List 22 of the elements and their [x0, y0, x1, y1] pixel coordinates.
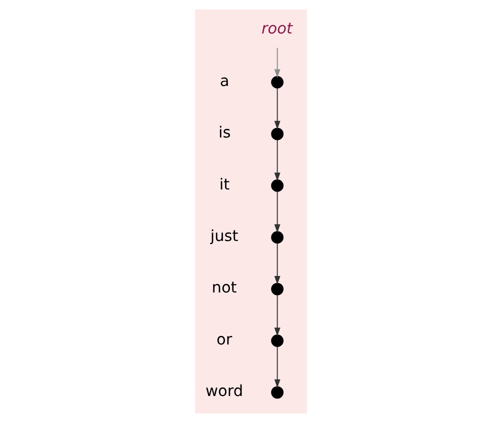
arrow — [274, 47, 280, 78]
node-label: not — [211, 278, 236, 297]
node-label: or — [216, 330, 232, 348]
arrow — [274, 139, 280, 182]
node-circle — [270, 386, 284, 399]
arrow — [274, 88, 280, 130]
node-circle — [270, 282, 284, 296]
arrow — [274, 242, 280, 285]
node-label: is — [218, 124, 230, 142]
node-circle — [270, 179, 284, 192]
arrow — [274, 191, 280, 233]
node-label: just — [210, 226, 238, 245]
node-circle — [270, 334, 284, 347]
node-label: it — [218, 175, 230, 194]
arrow — [274, 294, 280, 336]
node-label: word — [205, 382, 243, 400]
arrow — [274, 346, 280, 388]
node-circle — [270, 231, 284, 244]
node-circle — [270, 76, 284, 88]
node-text: root — [261, 19, 292, 38]
node-label: a — [219, 72, 229, 90]
node-circle — [270, 128, 284, 140]
